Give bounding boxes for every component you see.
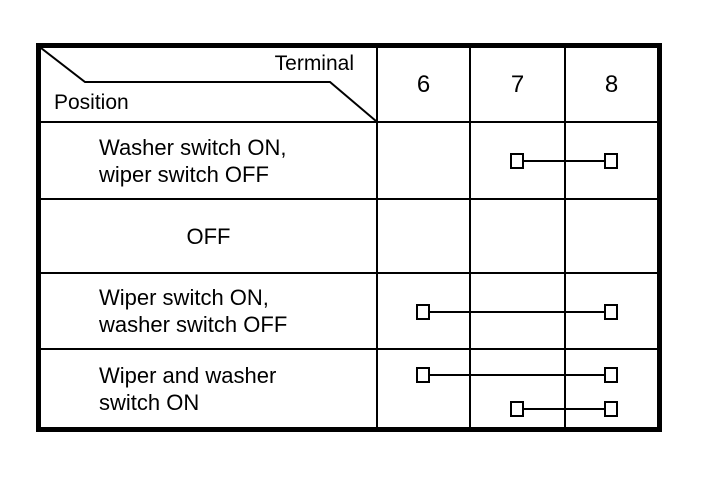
terminal-contact-icon bbox=[510, 401, 524, 417]
terminal-continuity-table: Terminal Position 6 7 8 Washer switch ON… bbox=[36, 43, 662, 432]
continuity-line bbox=[423, 374, 611, 376]
terminal-contact-icon bbox=[510, 153, 524, 169]
terminal-column-header-8: 8 bbox=[604, 70, 619, 98]
terminal-contact-icon bbox=[604, 401, 618, 417]
terminal-header-label: Terminal bbox=[274, 52, 354, 75]
terminal-contact-icon bbox=[604, 304, 618, 320]
terminal-column-header-6: 6 bbox=[416, 70, 431, 98]
row-2-position-label: OFF bbox=[186, 223, 231, 249]
position-header-label: Position bbox=[54, 91, 129, 114]
terminal-contact-icon bbox=[604, 367, 618, 383]
row-4-position-label: Wiper and washer switch ON bbox=[99, 362, 277, 415]
row-divider-2 bbox=[41, 272, 657, 274]
terminal-contact-icon bbox=[416, 367, 430, 383]
continuity-line bbox=[423, 311, 611, 313]
row-divider-header bbox=[41, 121, 657, 123]
row-1-position-label: Washer switch ON, wiper switch OFF bbox=[99, 134, 287, 187]
table-corner-cell: Terminal Position bbox=[41, 48, 376, 121]
column-divider-6-7 bbox=[469, 48, 471, 427]
continuity-line bbox=[517, 160, 611, 162]
row-divider-1 bbox=[41, 198, 657, 200]
terminal-contact-icon bbox=[604, 153, 618, 169]
terminal-contact-icon bbox=[416, 304, 430, 320]
header-diagonal-divider-icon bbox=[41, 48, 376, 121]
row-3-position-label: Wiper switch ON, washer switch OFF bbox=[99, 285, 288, 337]
column-divider-position-6 bbox=[376, 48, 378, 427]
column-divider-7-8 bbox=[564, 48, 566, 427]
continuity-line bbox=[517, 408, 611, 410]
terminal-column-header-7: 7 bbox=[510, 70, 525, 98]
row-divider-3 bbox=[41, 348, 657, 350]
